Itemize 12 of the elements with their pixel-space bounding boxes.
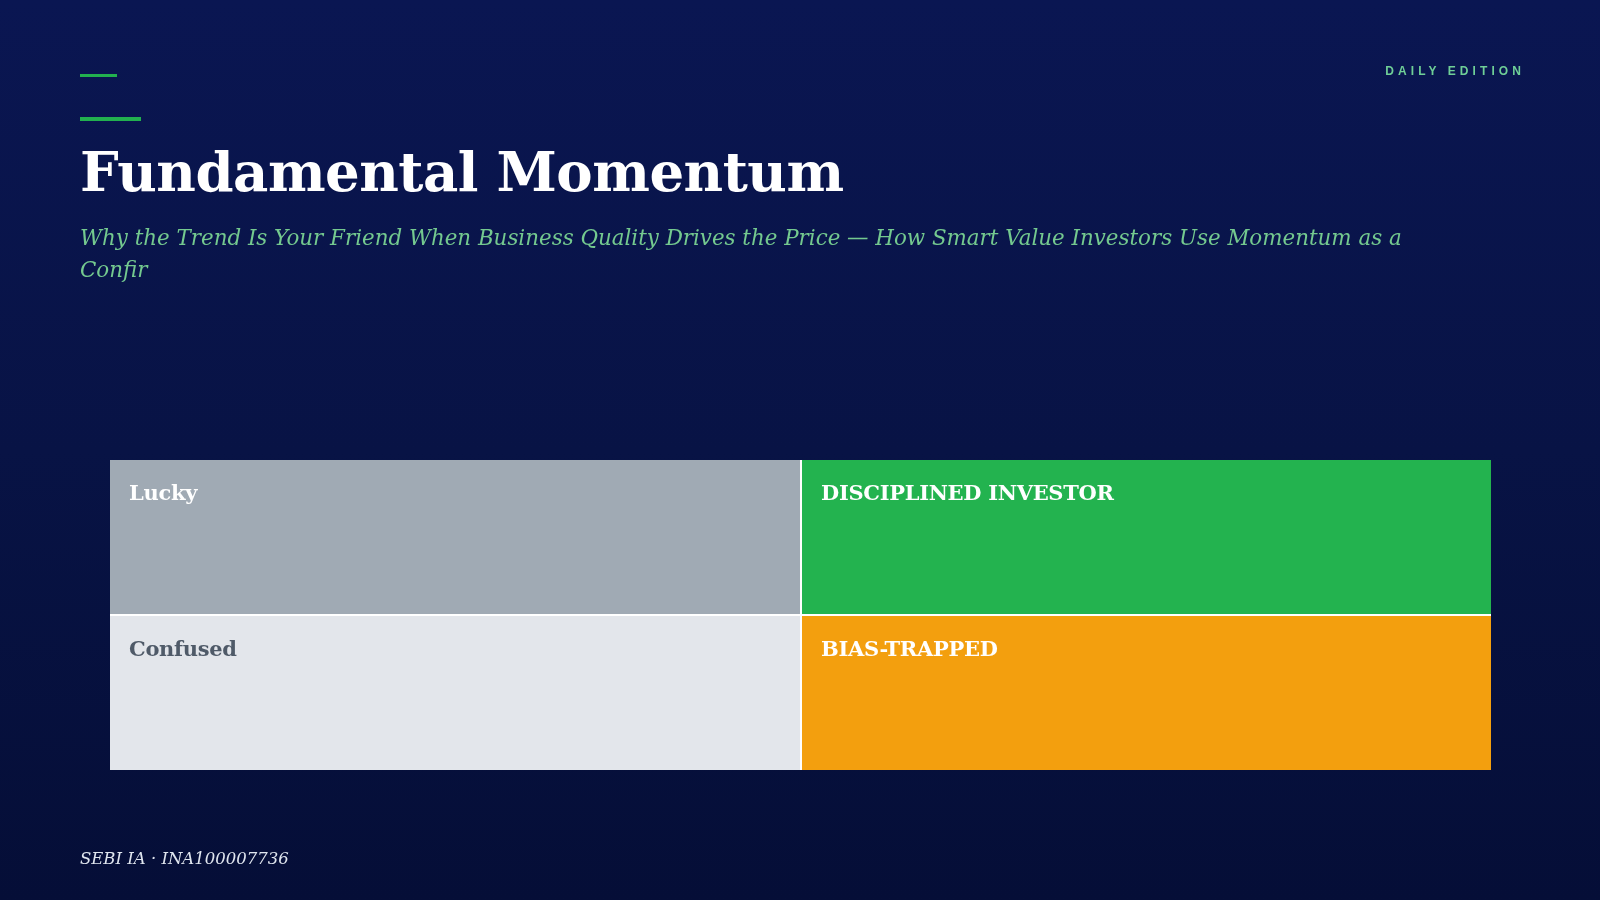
quadrant-label: BIAS-TRAPPED [821, 636, 998, 661]
quadrant-label: Confused [129, 636, 237, 661]
subtitle: Why the Trend Is Your Friend When Business Quality Drives the Price — How Smart Value Investors Use Momentum as a Confir [80, 224, 1403, 284]
edition-label: DAILY EDITION [1385, 64, 1525, 78]
slide-title: Fundamental Momentum [80, 140, 844, 204]
quadrant-cell [110, 460, 801, 615]
quadrant-cell [801, 460, 1491, 615]
footer-note: SEBI IA · INA100007736 [80, 849, 289, 868]
quadrant-label: Lucky [129, 480, 198, 505]
quadrant-label: DISCIPLINED INVESTOR [821, 480, 1114, 505]
quadrant-cell [110, 615, 801, 770]
quadrant-cell [801, 615, 1491, 770]
